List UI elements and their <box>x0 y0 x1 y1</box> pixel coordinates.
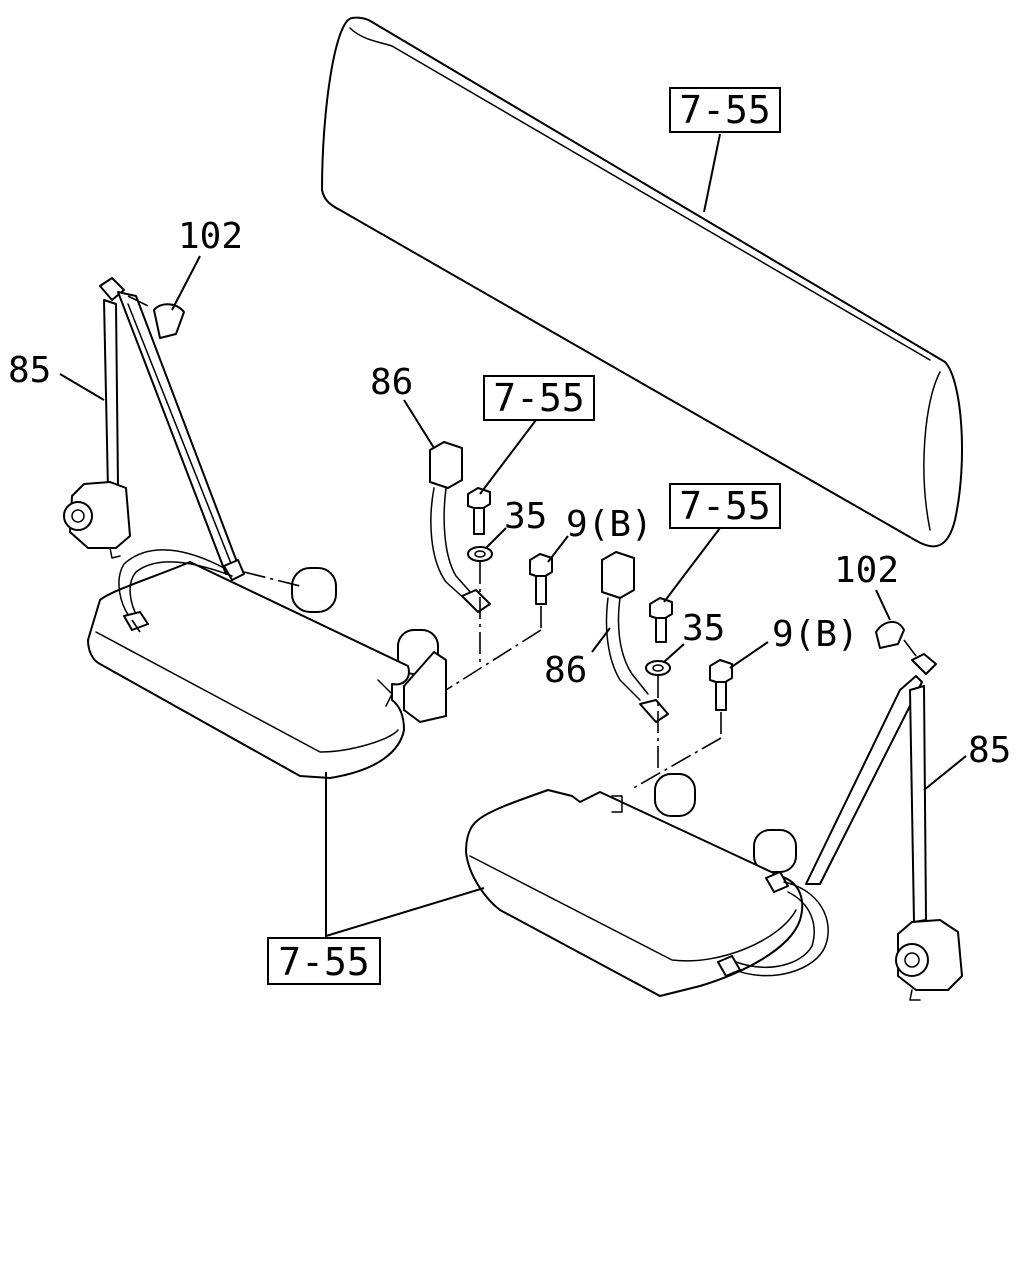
ref-box-cushion: 7-55 <box>267 937 381 985</box>
leader-102-right <box>875 589 891 621</box>
svg-text:7-55: 7-55 <box>679 484 771 528</box>
label-86-right: 86 <box>544 650 587 691</box>
backrest <box>321 16 964 548</box>
ref-box-backrest: 7-55 <box>669 87 781 133</box>
retractor-belt-left <box>63 277 245 631</box>
fasteners-left <box>445 487 553 691</box>
ref-box-belt-right: 7-55 <box>669 483 781 529</box>
seat-cushion-left <box>87 561 447 779</box>
anchor-cover-left <box>127 295 185 339</box>
label-102-left: 102 <box>178 216 243 257</box>
ref-box-belt-left: 7-55 <box>483 375 595 421</box>
leader-85-right <box>923 755 967 791</box>
svg-text:7-55: 7-55 <box>493 376 585 420</box>
retractor-belt-right <box>717 653 963 1001</box>
leader-9b-left <box>547 535 569 563</box>
label-102-right: 102 <box>834 550 899 591</box>
label-35-left: 35 <box>504 496 547 537</box>
leader-7-55-left <box>479 419 537 495</box>
leader-85-left <box>59 373 105 401</box>
leader-86-left <box>403 399 435 449</box>
svg-text:7-55: 7-55 <box>278 940 370 984</box>
fasteners-right <box>629 597 733 791</box>
label-9b-left: 9(B) <box>566 504 653 545</box>
buckle-right <box>601 551 669 723</box>
label-86-left: 86 <box>370 362 413 403</box>
leader-backrest <box>703 133 721 213</box>
leader-102-left <box>171 255 201 311</box>
leader-cushion <box>325 772 485 938</box>
buckle-left <box>429 441 491 613</box>
anchor-cover-right <box>875 621 917 657</box>
leader-9b-right <box>729 641 769 669</box>
label-85-left: 85 <box>8 350 51 391</box>
seat-cushion-right <box>465 773 804 997</box>
svg-text:7-55: 7-55 <box>679 88 771 132</box>
label-85-right: 85 <box>968 730 1011 771</box>
leader-35-right <box>663 643 685 663</box>
label-9b-right: 9(B) <box>772 614 859 655</box>
leader-86-right <box>591 627 611 653</box>
label-35-right: 35 <box>682 608 725 649</box>
leader-35-left <box>485 527 507 549</box>
leader-7-55-right <box>663 527 721 603</box>
